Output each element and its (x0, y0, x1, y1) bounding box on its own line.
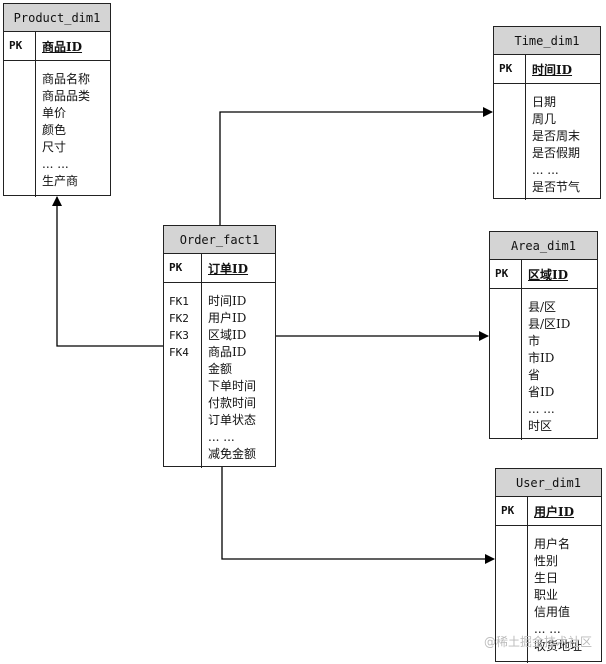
attribute: ... ... (42, 157, 69, 171)
foreign-key-labels: FK1 FK2 FK3 FK4 (169, 293, 189, 361)
attribute: 是否周末 (532, 129, 581, 143)
connector-order-to-product (52, 196, 163, 347)
attribute: 订单状态 (208, 413, 257, 427)
attribute: ... ... (534, 622, 561, 636)
attribute: ... ... (532, 163, 559, 177)
entity-time-dim: Time_dim1 PK 时间ID 日期 周几 是否周末 是否假期 ... ..… (493, 26, 601, 200)
pk-field: 订单ID (208, 262, 249, 276)
attribute: 省ID (528, 385, 555, 399)
connector-order-to-time (219, 107, 493, 226)
attribute: 时间ID (208, 294, 247, 308)
watermark: @稀土掘金技术社区 (483, 635, 592, 649)
entity-title: Area_dim1 (490, 232, 597, 260)
pk-field: 时间ID (532, 63, 573, 77)
attribute: 周几 (532, 112, 557, 126)
fk-label: FK2 (169, 312, 189, 325)
pk-field: 用户ID (534, 505, 575, 519)
attribute: 职业 (534, 588, 559, 602)
fk-label: FK4 (169, 346, 189, 359)
attribute: 时区 (528, 419, 553, 433)
fk-label: FK1 (169, 295, 189, 308)
attribute: 市ID (528, 351, 555, 365)
primary-key-row: PK 区域ID (490, 260, 597, 289)
attribute: 日期 (532, 95, 557, 109)
attribute: 商品名称 (42, 72, 91, 86)
primary-key-row: PK 时间ID (494, 55, 600, 84)
entity-product-dim: Product_dim1 PK 商品ID 商品名称 商品品类 单价 颜色 尺寸 … (3, 3, 111, 197)
attribute: 用户名 (534, 537, 571, 551)
attribute: 金额 (208, 362, 233, 376)
attribute: 区域ID (208, 328, 247, 342)
pk-field: 区域ID (528, 268, 569, 282)
attribute: 性别 (534, 554, 559, 568)
attribute: 商品ID (208, 345, 247, 359)
entity-title: Order_fact1 (164, 226, 275, 254)
attribute: 用户ID (208, 311, 247, 325)
attribute: 县/区 (528, 300, 557, 314)
fk-label: FK3 (169, 329, 189, 342)
connector-order-to-user (221, 467, 495, 564)
attribute-list: 商品名称 商品品类 单价 颜色 尺寸 ... ... 生产商 (42, 71, 90, 190)
attribute: 颜色 (42, 123, 67, 137)
pk-label: PK (499, 62, 513, 75)
pk-label: PK (495, 267, 509, 280)
pk-label: PK (169, 261, 183, 274)
attribute: 市 (528, 334, 541, 348)
entity-user-dim: User_dim1 PK 用户ID 用户名 性别 生日 职业 信用值 ... .… (495, 468, 602, 663)
attribute: 付款时间 (208, 396, 257, 410)
attribute-list: 日期 周几 是否周末 是否假期 ... ... 是否节气 (532, 94, 580, 196)
attribute: 尺寸 (42, 140, 67, 154)
attribute: 信用值 (534, 605, 571, 619)
attribute: 县/区ID (528, 317, 571, 331)
entity-area-dim: Area_dim1 PK 区域ID 县/区 县/区ID 市 市ID 省 省ID … (489, 231, 598, 440)
primary-key-row: PK 用户ID (496, 497, 601, 526)
entity-title: User_dim1 (496, 469, 601, 497)
entity-title: Time_dim1 (494, 27, 600, 55)
attribute: ... ... (528, 402, 555, 416)
pk-label: PK (501, 504, 515, 517)
attribute: 减免金额 (208, 447, 257, 461)
attribute: 收货地址 (534, 639, 583, 653)
attribute: 省 (528, 368, 541, 382)
pk-label: PK (9, 39, 23, 52)
pk-field: 商品ID (42, 40, 83, 54)
attribute-list: 县/区 县/区ID 市 市ID 省 省ID ... ... 时区 (528, 299, 570, 435)
entity-order-fact: Order_fact1 PK 订单ID FK1 FK2 FK3 FK4 时间ID… (163, 225, 276, 468)
attribute: 生日 (534, 571, 559, 585)
attribute-list: 用户名 性别 生日 职业 信用值 ... ... 收货地址 (534, 536, 582, 655)
attribute-list: 时间ID 用户ID 区域ID 商品ID 金额 下单时间 付款时间 订单状态 ..… (208, 293, 256, 463)
attribute: 下单时间 (208, 379, 257, 393)
attribute: 是否节气 (532, 180, 581, 194)
attribute: 单价 (42, 106, 67, 120)
entity-title: Product_dim1 (4, 4, 110, 32)
primary-key-row: PK 订单ID (164, 254, 275, 283)
attribute: 是否假期 (532, 146, 581, 160)
attribute: ... ... (208, 430, 235, 444)
attribute: 商品品类 (42, 89, 91, 103)
primary-key-row: PK 商品ID (4, 32, 110, 61)
attribute: 生产商 (42, 174, 79, 188)
